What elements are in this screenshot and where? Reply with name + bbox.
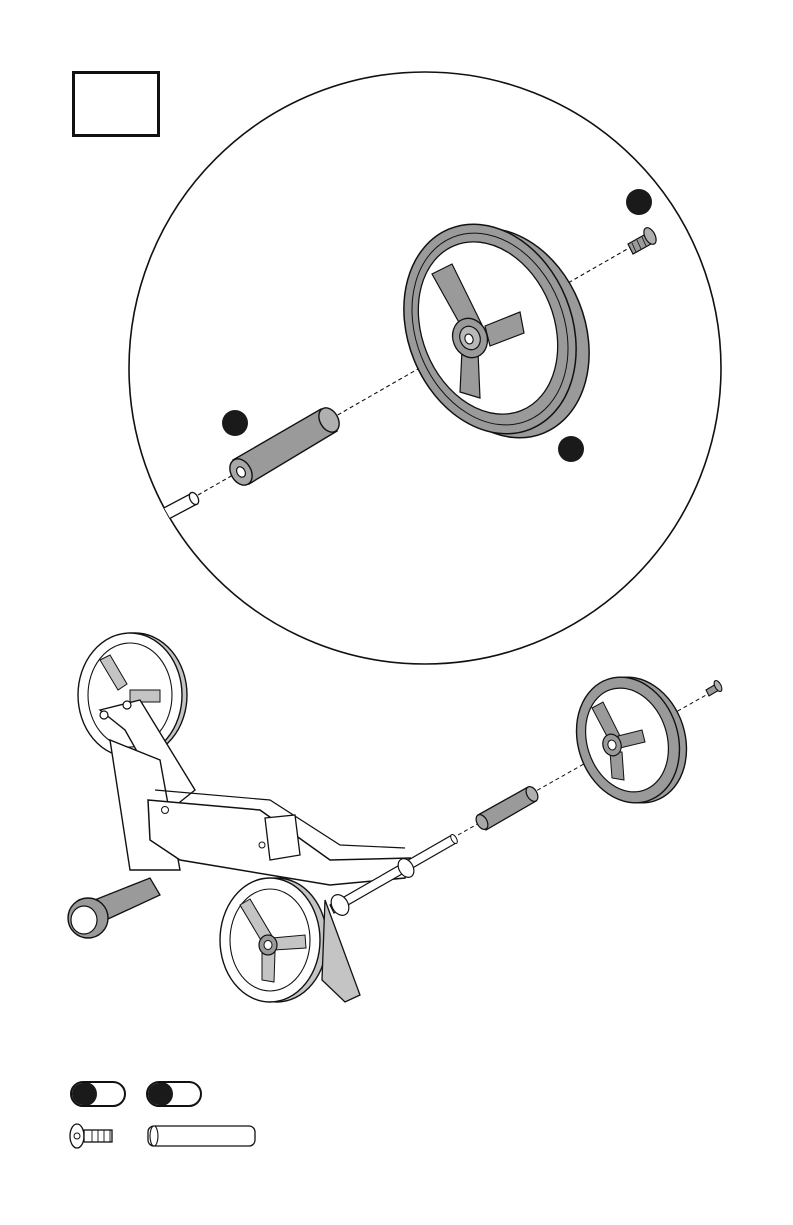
callout-marker-c <box>558 436 584 462</box>
callout-marker-a <box>626 189 652 215</box>
scooter-frame-assembly <box>68 633 723 1002</box>
quantity-badge-dot <box>71 1082 97 1106</box>
screw-icon <box>70 1124 112 1148</box>
wheel-main <box>561 664 703 817</box>
handle-grip <box>68 878 160 938</box>
screw-main <box>706 679 723 696</box>
front-wheel <box>220 878 327 1002</box>
parts-list-icons <box>70 1124 255 1148</box>
quantity-badge-spacer-tube <box>146 1081 202 1107</box>
detail-magnifier <box>129 72 721 664</box>
frame-bracket <box>265 815 300 860</box>
callout-marker-b <box>222 410 248 436</box>
quantity-badge-screw <box>70 1081 126 1107</box>
quantity-badge-dot <box>147 1082 173 1106</box>
spacer-tube-icon <box>148 1126 255 1146</box>
spacer-tube-main <box>474 785 541 832</box>
